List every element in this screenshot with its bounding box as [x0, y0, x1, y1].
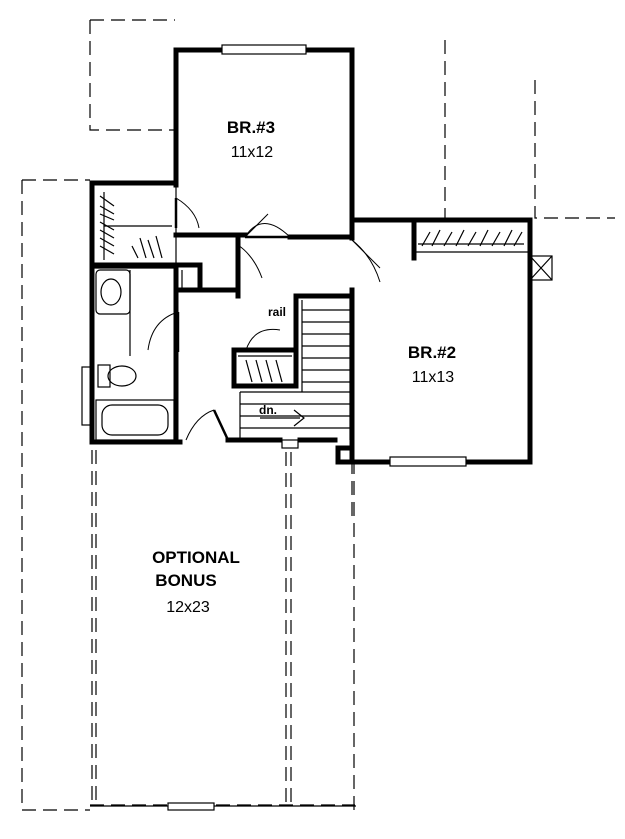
br2-size: 11x13 — [412, 369, 455, 386]
hallway — [185, 213, 381, 449]
br2-label: BR.#2 — [408, 343, 456, 362]
rail-label: rail — [268, 305, 286, 319]
bonus-size: 12x23 — [166, 599, 210, 616]
bonus-label-line2: BONUS — [155, 571, 216, 590]
staircase — [239, 293, 353, 440]
br2-window — [389, 456, 467, 467]
bathtub — [95, 399, 175, 441]
bonus-window — [167, 802, 215, 811]
toilet-tank — [97, 364, 111, 388]
linen-closet — [173, 262, 241, 293]
bonus-label-line1: OPTIONAL — [152, 548, 240, 567]
bath-window — [81, 366, 93, 426]
bonus-room-outline — [90, 450, 356, 811]
br3-size: 11x12 — [231, 144, 274, 161]
bedroom-3-walls — [173, 44, 355, 241]
closet-br2 — [411, 219, 528, 261]
bathroom — [81, 264, 183, 445]
sink — [100, 278, 122, 306]
br3-label: BR.#3 — [227, 118, 275, 137]
stair-closet — [231, 328, 299, 389]
closet-hangers — [99, 195, 163, 259]
closet-br3 — [89, 180, 200, 268]
toilet-bowl — [107, 365, 137, 387]
bedroom-2-walls — [335, 217, 553, 467]
chimney-box — [529, 255, 553, 281]
down-label: dn. — [259, 403, 277, 417]
roof-outline-dashed — [21, 19, 615, 811]
br3-window — [221, 44, 307, 55]
